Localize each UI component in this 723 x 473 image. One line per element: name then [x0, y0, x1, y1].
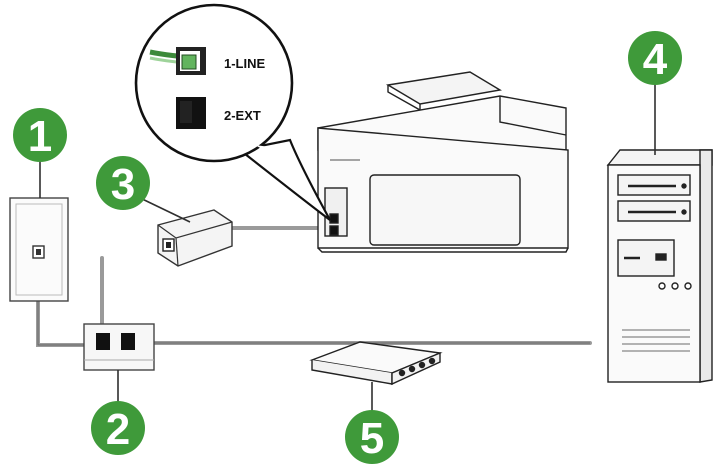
leader-3 [135, 195, 191, 223]
callout-2: 2 [91, 401, 145, 455]
callout-5: 5 [345, 410, 399, 464]
ext-port-icon [176, 97, 206, 129]
line-port-label: 1-LINE [224, 56, 266, 71]
computer [606, 149, 713, 383]
callout-leaders [39, 82, 656, 412]
bubble-circle [134, 3, 294, 163]
wall-phone-jack [9, 197, 69, 302]
line-port-icon [149, 47, 206, 75]
callout-1: 1 [13, 108, 67, 162]
callout-3: 3 [96, 156, 150, 210]
parallel-splitter [83, 323, 155, 371]
port-zoom-bubble: 1-LINE 2-EXT [134, 3, 331, 221]
dsl-filter [157, 209, 233, 267]
ext-port-label: 2-EXT [224, 108, 261, 123]
modem [309, 341, 443, 386]
callout-1-label: 1 [28, 112, 52, 161]
callout-5-label: 5 [360, 414, 384, 463]
bubble-tail [237, 138, 331, 221]
callout-4-label: 4 [643, 35, 668, 84]
callout-3-label: 3 [111, 160, 135, 209]
printer [317, 71, 569, 253]
callout-2-label: 2 [106, 405, 130, 454]
callout-4: 4 [628, 31, 682, 85]
